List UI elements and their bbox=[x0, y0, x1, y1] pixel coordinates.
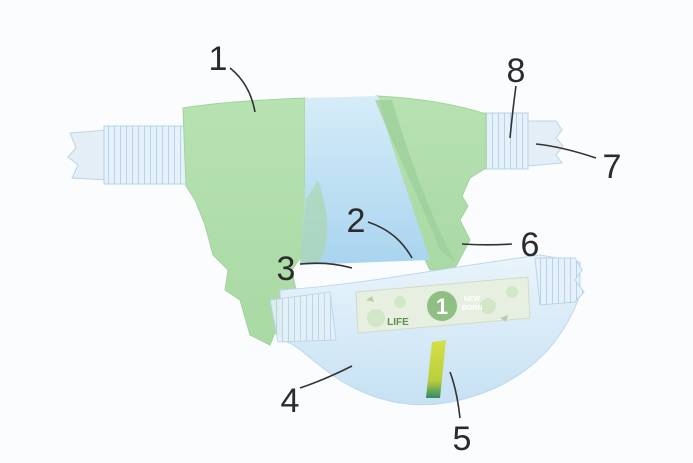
front-left-ear bbox=[269, 291, 337, 343]
inner-leak-guard bbox=[375, 100, 455, 262]
callout-5: 5 bbox=[453, 420, 472, 458]
leader-lines bbox=[229, 67, 597, 419]
callout-8: 8 bbox=[507, 52, 526, 90]
left-fastening-tab bbox=[67, 125, 187, 185]
leader-3 bbox=[299, 262, 353, 269]
leader-4 bbox=[299, 365, 353, 389]
size-badge bbox=[427, 291, 457, 321]
callout-3: 3 bbox=[277, 250, 296, 288]
leader-6 bbox=[461, 243, 513, 246]
callout-7: 7 bbox=[603, 148, 622, 186]
leader-2 bbox=[367, 221, 413, 259]
callout-numbers: 1 2 3 4 5 6 7 8 bbox=[209, 40, 622, 458]
leader-5 bbox=[449, 371, 461, 419]
product-label: 1 LIFE NEW BORN bbox=[355, 276, 531, 334]
new-text: NEW bbox=[464, 296, 481, 303]
leader-1 bbox=[229, 67, 256, 113]
absorbent-core bbox=[300, 96, 430, 265]
size-number: 1 bbox=[436, 294, 448, 319]
wetness-indicator bbox=[426, 340, 446, 398]
leader-8 bbox=[509, 85, 517, 139]
front-right-ear bbox=[534, 257, 585, 306]
born-text: BORN bbox=[462, 305, 483, 312]
life-text: LIFE bbox=[387, 317, 409, 328]
callout-2: 2 bbox=[347, 202, 366, 240]
right-fastening-tab bbox=[481, 112, 564, 170]
callout-4: 4 bbox=[281, 382, 300, 420]
callout-6: 6 bbox=[521, 226, 540, 264]
leader-7 bbox=[535, 143, 597, 159]
callout-1: 1 bbox=[209, 40, 228, 78]
